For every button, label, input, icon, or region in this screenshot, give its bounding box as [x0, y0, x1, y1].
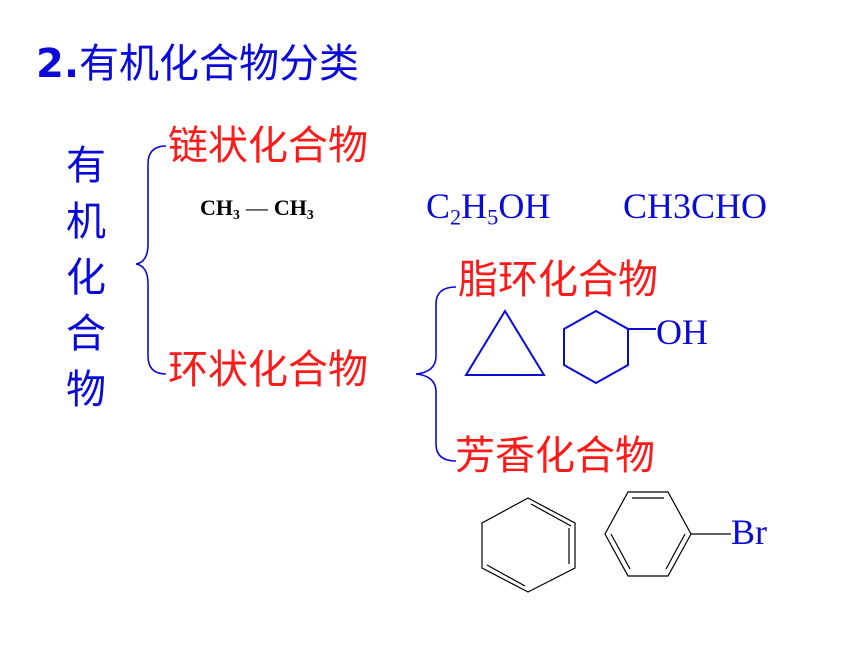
root-category-label: 有 机 化 合 物	[58, 138, 114, 418]
ethanol-c: C	[426, 186, 451, 226]
benzene-icon	[481, 497, 576, 593]
main-brace	[135, 145, 167, 375]
ethane-left: CH	[200, 195, 233, 220]
root-label-char: 有	[66, 143, 106, 189]
cyclohexane-icon	[563, 309, 629, 385]
ethane-right-sub: 3	[306, 207, 314, 223]
ethanol-c-sub: 2	[450, 204, 462, 230]
ethanol-h-sub: 5	[487, 204, 499, 230]
acetaldehyde-formula: CH3CHO	[623, 186, 768, 226]
ethane-left-sub: 3	[233, 207, 240, 223]
bromine-label: Br	[731, 512, 767, 552]
root-label-char: 合	[66, 311, 106, 357]
slide-title: 2.有机化合物分类	[36, 38, 376, 90]
ring-brace	[415, 286, 457, 462]
title-text: 有机化合物分类	[79, 41, 360, 87]
bromobenzene-icon	[604, 491, 731, 577]
title-number: 2.	[36, 41, 80, 87]
alicyclic-compounds-label: 脂环化合物	[458, 257, 658, 303]
ethanol-oh: OH	[498, 186, 551, 226]
ethanol-h: H	[461, 186, 488, 226]
aromatic-compounds-label: 芳香化合物	[455, 433, 655, 479]
ethane-formula: CH3—CH3	[200, 194, 314, 222]
root-label-char: 化	[66, 255, 106, 301]
ethane-right: CH	[273, 195, 307, 220]
ethanol-formula: C2H5OH	[426, 184, 550, 228]
hydroxyl-label: OH	[656, 312, 708, 352]
cyclopropane-icon	[464, 309, 546, 376]
root-label-char: 物	[66, 367, 106, 413]
root-label-char: 机	[66, 199, 106, 245]
ethane-bond: —	[245, 195, 268, 220]
ring-compounds-label: 环状化合物	[168, 347, 368, 393]
chain-compounds-label: 链状化合物	[168, 123, 368, 169]
